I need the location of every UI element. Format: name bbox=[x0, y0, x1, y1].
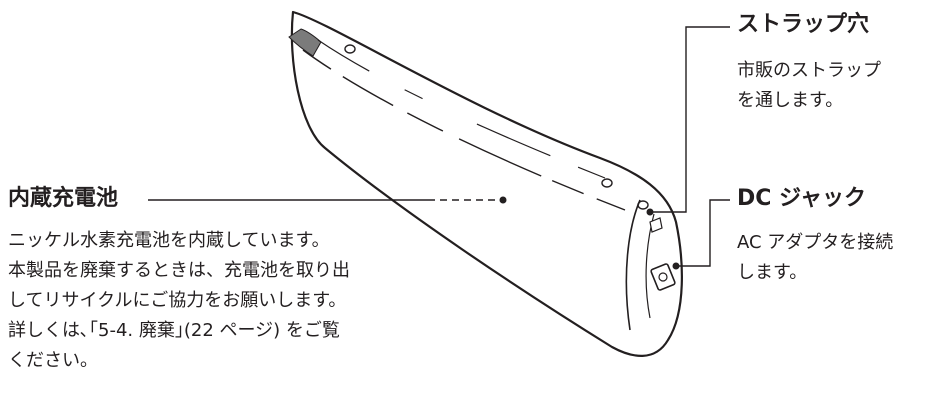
dc-jack-pin bbox=[658, 272, 668, 282]
scanner-top-seam bbox=[302, 49, 626, 211]
strap-hole-callout-title: ストラップ穴 bbox=[737, 12, 874, 38]
dc-jack-callout-title: DC ジャック bbox=[737, 186, 870, 212]
dc-desc-line: AC アダプタを接続 bbox=[737, 232, 894, 253]
scanner-body-outline bbox=[290, 10, 683, 357]
battery-desc-line: 本製品を廃棄するときは、充電池を取り出 bbox=[8, 260, 350, 281]
strap-hole-leader-dot bbox=[646, 208, 654, 216]
dc-jack-leader-dot bbox=[672, 262, 680, 270]
strap-hole-shape bbox=[637, 200, 649, 210]
strap-hole-leader bbox=[650, 26, 730, 213]
battery-desc-line: 詳しくは､｢5-4. 廃棄｣(22 ページ) をご覧 bbox=[8, 320, 340, 341]
battery-desc-line: ください。 bbox=[8, 350, 98, 371]
scanner-button bbox=[601, 178, 613, 188]
battery-desc-line: してリサイクルにご協力をお願いします。 bbox=[8, 290, 347, 311]
battery-leader-dot bbox=[499, 196, 507, 204]
dc-jack-leader bbox=[676, 199, 730, 267]
dc-jack-port bbox=[650, 263, 676, 291]
scanner-hole-top bbox=[344, 44, 356, 54]
scanner-upper-ridge bbox=[317, 39, 606, 179]
strap-hole-callout-description: 市販のストラップ を通します。 bbox=[737, 56, 881, 116]
scanner-small-tab bbox=[649, 217, 663, 233]
strap-desc-line: を通します。 bbox=[737, 90, 844, 111]
battery-callout-title: 内蔵充電池 bbox=[8, 186, 123, 212]
dc-desc-line: します。 bbox=[737, 262, 808, 283]
battery-callout-description: ニッケル水素充電池を内蔵しています。 本製品を廃棄するときは、充電池を取り出 し… bbox=[8, 226, 350, 376]
dc-jack-callout-description: AC アダプタを接続 します。 bbox=[737, 228, 893, 288]
strap-desc-line: 市販のストラップ bbox=[737, 60, 881, 81]
battery-desc-line: ニッケル水素充電池を内蔵しています。 bbox=[8, 230, 330, 251]
scanner-end-cap-outer bbox=[625, 199, 641, 331]
